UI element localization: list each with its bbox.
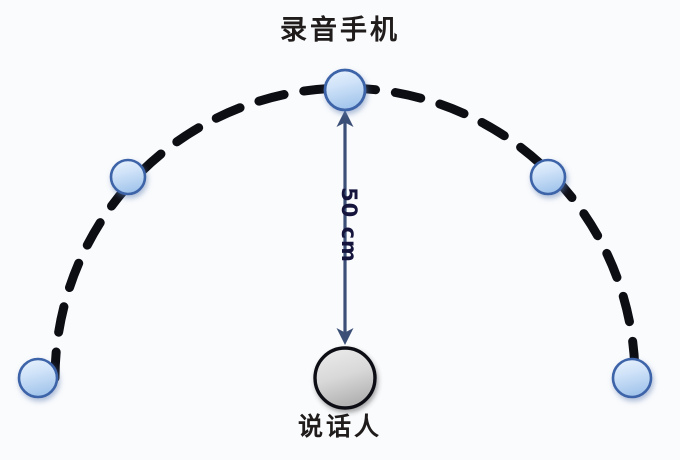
phone-bottom-right[interactable]: [611, 357, 653, 399]
phone-bottom-left[interactable]: [17, 357, 59, 399]
recording-arc: [50, 83, 640, 383]
page-title: 录音手机: [280, 15, 400, 46]
dimension-arrow: [336, 110, 354, 345]
phone-upper-right[interactable]: [529, 158, 567, 196]
speaker-label: 说话人: [297, 412, 382, 441]
phone-upper-left[interactable]: [109, 158, 147, 196]
dimension-label-text: 50 cm: [337, 187, 361, 263]
speaker-node[interactable]: [313, 346, 377, 410]
dimension-label: 50 cm: [332, 180, 366, 270]
phone-top-center[interactable]: [323, 68, 367, 112]
phone-nodes: [17, 68, 653, 399]
